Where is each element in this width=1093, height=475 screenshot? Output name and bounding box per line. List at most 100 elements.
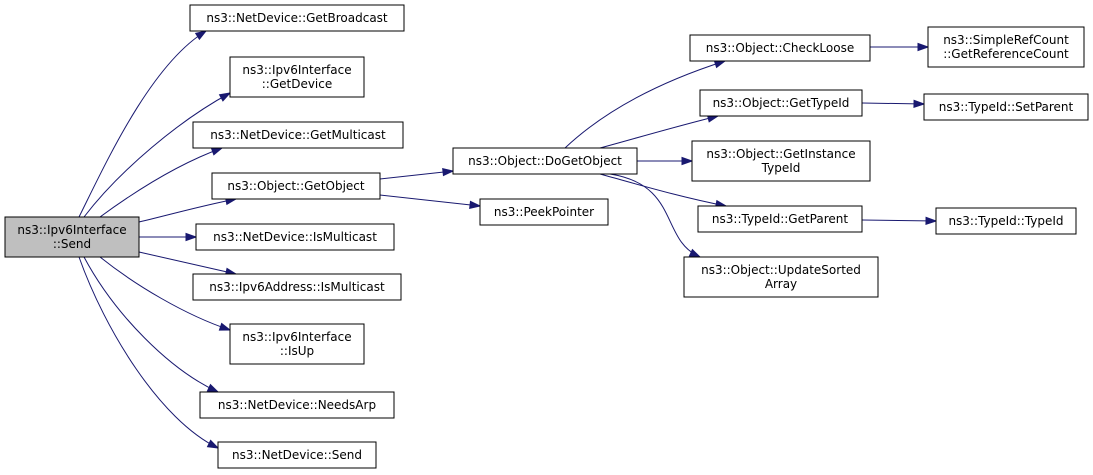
edge-n0-n9 <box>78 256 220 449</box>
function-node[interactable]: ns3::PeekPointer <box>479 198 609 226</box>
arrow-head-icon <box>218 92 232 102</box>
node-label: ::GetReferenceCount <box>943 47 1069 61</box>
function-node[interactable]: ns3::NetDevice::GetMulticast <box>192 121 404 149</box>
arrow-head-icon <box>206 439 220 449</box>
edge-n10-n14 <box>637 156 694 166</box>
edge-n0-n6 <box>138 251 238 276</box>
node-label: ns3::Ipv6Interface <box>242 330 351 344</box>
node-box <box>192 273 402 301</box>
arrow-head-icon <box>925 216 938 226</box>
node-label: ::GetDevice <box>262 77 333 91</box>
node-box <box>927 26 1085 68</box>
node-box <box>192 121 404 149</box>
edge-n4-n11 <box>379 194 482 209</box>
node-label: ns3::Object::GetInstance <box>706 147 855 161</box>
edge-n0-n2 <box>83 92 232 218</box>
edge-line <box>599 173 727 207</box>
node-label: ns3::TypeId::GetParent <box>712 212 848 226</box>
function-node[interactable]: ns3::SimpleRefCount::GetReferenceCount <box>927 26 1085 68</box>
edge-line <box>83 92 231 218</box>
arrow-head-icon <box>442 167 455 177</box>
function-node[interactable]: ns3::NetDevice::Send <box>217 441 377 469</box>
edge-line <box>564 60 726 149</box>
edge-line <box>78 256 219 449</box>
node-box <box>199 391 395 419</box>
node-box <box>217 441 377 469</box>
node-label: ns3::SimpleRefCount <box>943 33 1069 47</box>
node-box <box>935 207 1077 235</box>
node-label: ns3::TypeId::TypeId <box>948 214 1063 228</box>
edge-n10-n16 <box>609 173 702 258</box>
function-node[interactable]: ns3::Object::GetObject <box>211 172 381 200</box>
node-box <box>691 140 871 182</box>
function-node[interactable]: ns3::Object::GetTypeId <box>699 89 863 117</box>
arrow-head-icon <box>206 383 220 393</box>
function-node[interactable]: ns3::NetDevice::NeedsArp <box>199 391 395 419</box>
node-box <box>697 205 863 233</box>
arrow-head-icon <box>681 156 694 166</box>
root-function-node[interactable]: ns3::Ipv6Interface::Send <box>4 216 140 258</box>
node-box <box>189 4 405 32</box>
node-box <box>689 34 871 62</box>
node-label: ns3::Ipv6Interface <box>242 63 351 77</box>
node-box <box>195 223 395 251</box>
node-label: ns3::NetDevice::GetBroadcast <box>206 11 388 25</box>
function-node[interactable]: ns3::TypeId::GetParent <box>697 205 863 233</box>
node-label: ns3::Ipv6Interface <box>17 223 126 237</box>
function-node[interactable]: ns3::TypeId::TypeId <box>935 207 1077 235</box>
node-label: ns3::Object::UpdateSorted <box>701 263 861 277</box>
arrow-head-icon <box>469 200 482 209</box>
node-label: ns3::NetDevice::GetMulticast <box>210 128 386 142</box>
edge-n12-n17 <box>870 42 930 52</box>
node-label: ns3::Object::GetTypeId <box>713 96 850 110</box>
arrow-head-icon <box>185 232 198 242</box>
edge-n15-n19 <box>861 216 938 226</box>
node-box <box>452 147 638 175</box>
edge-line <box>861 219 937 222</box>
edge-n0-n3 <box>99 147 224 218</box>
node-label: ns3::NetDevice::IsMulticast <box>213 230 377 244</box>
function-node[interactable]: ns3::Object::DoGetObject <box>452 147 638 175</box>
arrow-head-icon <box>218 322 232 331</box>
node-box <box>229 323 365 365</box>
node-label: ns3::NetDevice::Send <box>232 448 362 462</box>
edge-n0-n7 <box>99 256 232 331</box>
node-label: ns3::PeekPointer <box>494 205 594 219</box>
edge-n0-n4 <box>138 196 238 223</box>
node-label: ns3::Object::GetObject <box>227 179 365 193</box>
arrow-head-icon <box>913 99 926 109</box>
function-node[interactable]: ns3::Object::CheckLoose <box>689 34 871 62</box>
node-box <box>923 93 1089 121</box>
node-box <box>683 256 879 298</box>
function-node[interactable]: ns3::NetDevice::GetBroadcast <box>189 4 405 32</box>
edge-line <box>599 115 719 149</box>
function-node[interactable]: ns3::TypeId::SetParent <box>923 93 1089 121</box>
edge-line <box>609 173 701 258</box>
node-box <box>211 172 381 200</box>
edge-line <box>99 147 223 218</box>
node-label: ::Send <box>53 237 91 251</box>
edge-line <box>379 170 454 180</box>
edge-line <box>83 256 219 393</box>
arrow-head-icon <box>210 147 224 156</box>
node-box <box>699 89 863 117</box>
node-layer: ns3::Ipv6Interface::Sendns3::NetDevice::… <box>4 4 1089 469</box>
arrow-head-icon <box>688 248 702 258</box>
function-node[interactable]: ns3::Ipv6Interface::GetDevice <box>229 56 365 98</box>
edge-line <box>138 251 237 275</box>
node-box <box>229 56 365 98</box>
function-node[interactable]: ns3::Ipv6Address::IsMulticast <box>192 273 402 301</box>
node-label: TypeId <box>761 161 801 175</box>
function-node[interactable]: ns3::NetDevice::IsMulticast <box>195 223 395 251</box>
node-label: ns3::Object::DoGetObject <box>468 154 622 168</box>
node-box <box>4 216 140 258</box>
edge-n4-n10 <box>379 167 455 180</box>
edge-n0-n8 <box>83 256 220 393</box>
edge-n13-n18 <box>861 99 926 109</box>
function-node[interactable]: ns3::Ipv6Interface::IsUp <box>229 323 365 365</box>
node-label: ns3::TypeId::SetParent <box>939 100 1074 114</box>
arrow-head-icon <box>713 60 727 69</box>
